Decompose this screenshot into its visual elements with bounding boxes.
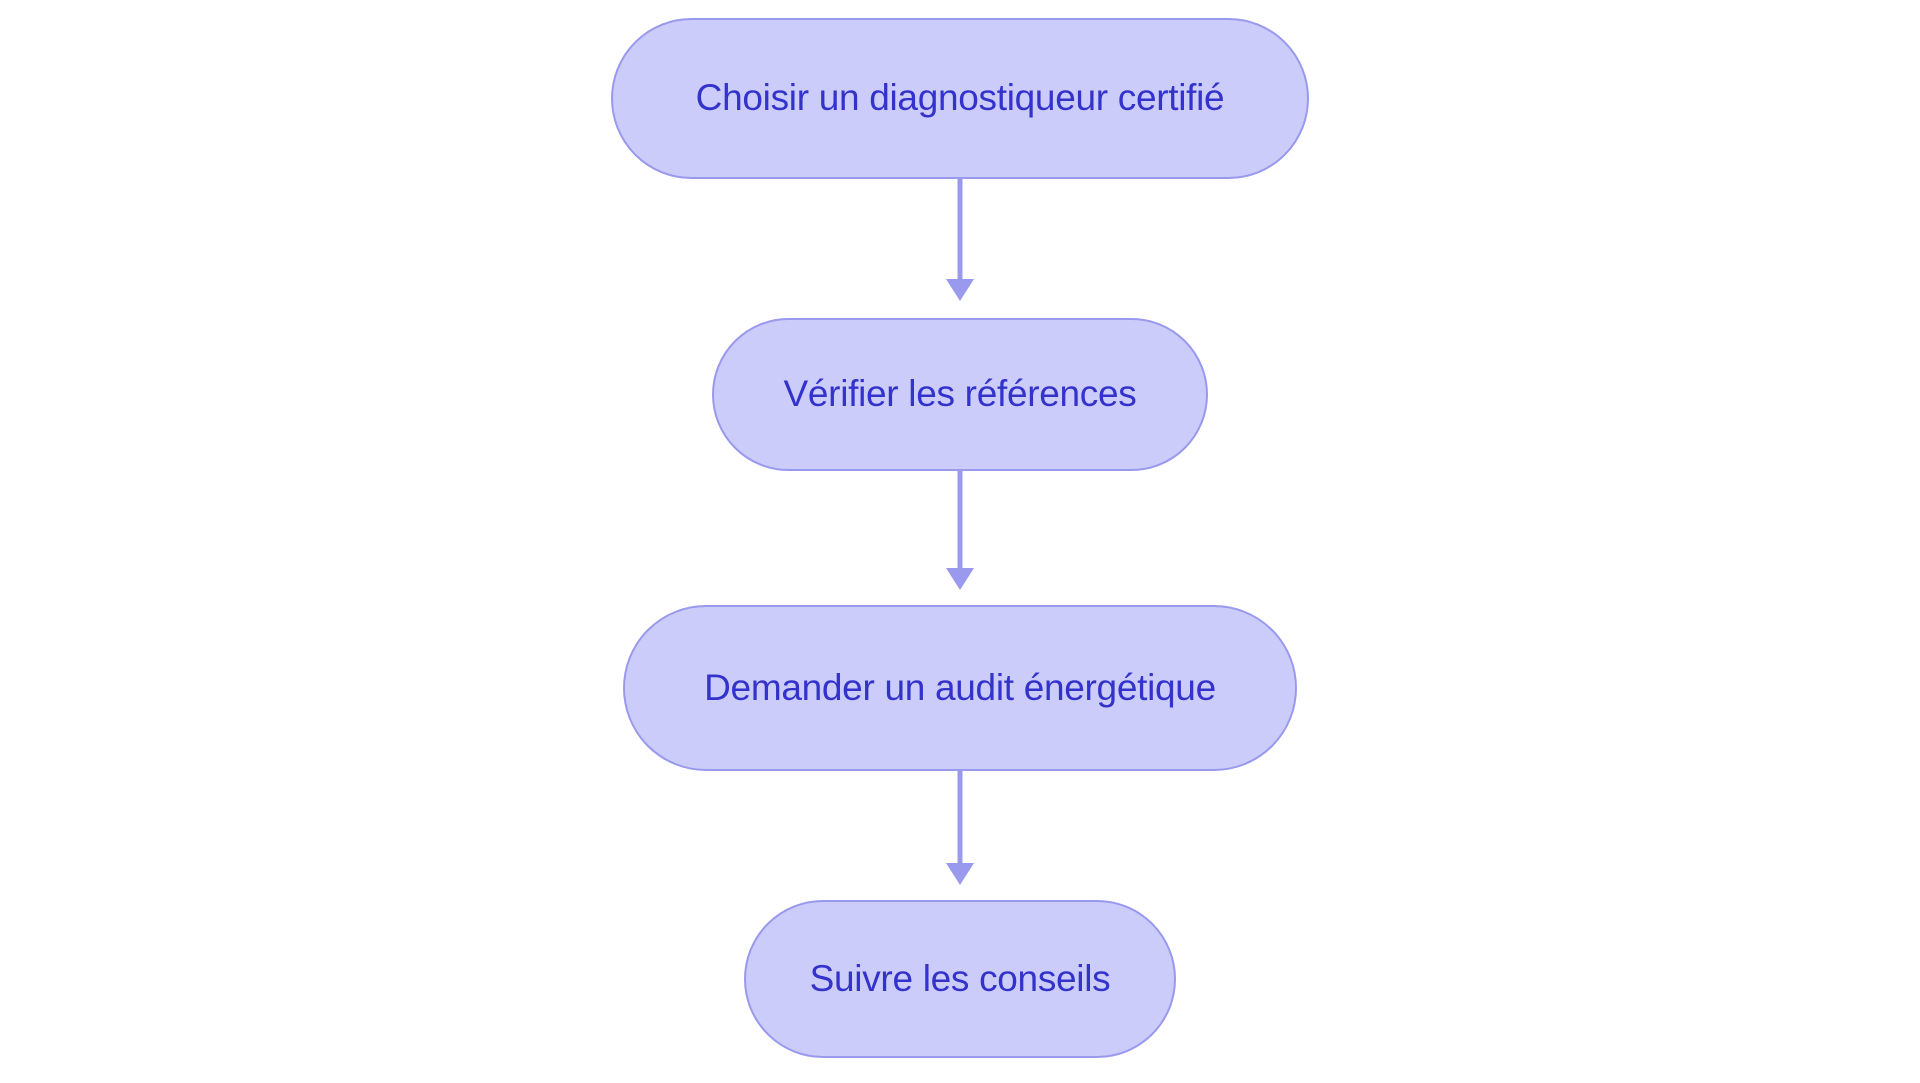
arrow-down-icon [946,279,974,301]
flow-node-suivre-les-conseils[interactable]: Suivre les conseils [744,900,1176,1058]
flow-node-label: Choisir un diagnostiqueur certifié [695,77,1225,119]
flow-edge-n2-to-n3 [940,471,980,590]
edge-line [957,179,963,279]
arrow-down-icon [946,863,974,885]
flow-node-label: Suivre les conseils [809,957,1111,999]
edge-line [957,471,963,568]
flow-node-label: Vérifier les références [783,373,1137,415]
flow-node-choisir-un-diagnostiqueur-certifie[interactable]: Choisir un diagnostiqueur certifié [611,18,1309,179]
arrow-down-icon [946,568,974,590]
flow-node-label: Demander un audit énergétique [704,666,1216,708]
edge-line [957,771,963,863]
flow-edge-n3-to-n4 [940,771,980,885]
flow-node-verifier-les-references[interactable]: Vérifier les références [712,318,1208,471]
flow-node-demander-un-audit-energetique[interactable]: Demander un audit énergétique [623,605,1297,771]
flow-edge-n1-to-n2 [940,179,980,301]
